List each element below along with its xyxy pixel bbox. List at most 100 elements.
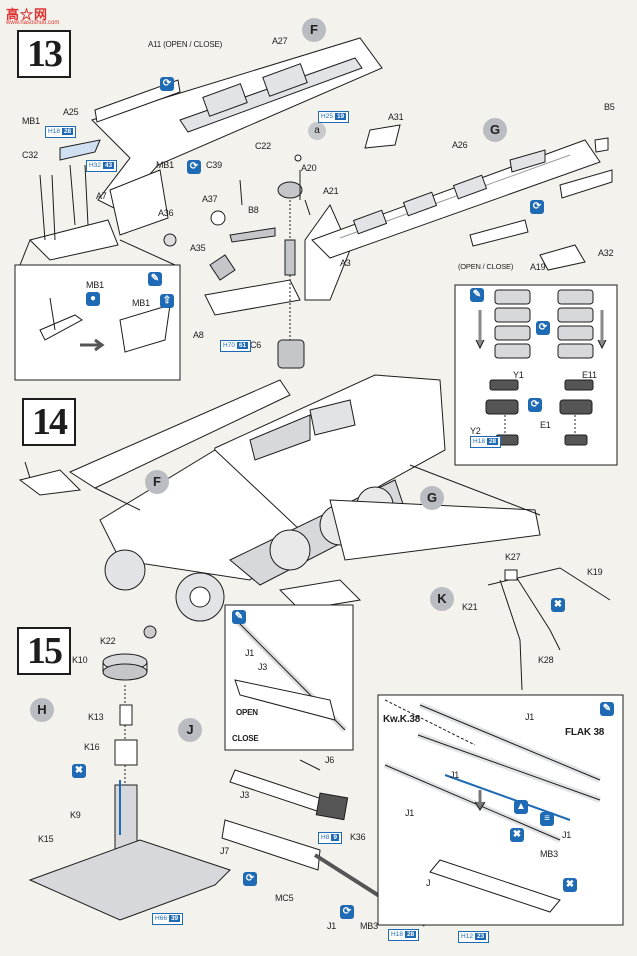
part-label: K13 — [88, 712, 104, 722]
part-label: A19 — [530, 262, 546, 272]
part-label: J1 — [327, 921, 337, 931]
part-label: A7 — [96, 191, 107, 201]
no-glue-icon: ✖ — [510, 828, 524, 842]
rotate-options-icon: ⟳ — [340, 905, 354, 919]
part-label: C22 — [255, 141, 271, 151]
part-label: A37 — [202, 194, 218, 204]
part-label: MB3 — [540, 849, 558, 859]
rotate-options-icon: ⟳ — [187, 160, 201, 174]
part-label: J — [426, 878, 431, 888]
part-label: K16 — [84, 742, 100, 752]
part-label: MB1 — [132, 298, 150, 308]
part-label: K36 — [350, 832, 366, 842]
no-glue-icon: ✖ — [72, 764, 86, 778]
rotate-options-icon: ⟳ — [536, 321, 550, 335]
glue-icon: ✎ — [148, 272, 162, 286]
part-label: K22 — [100, 636, 116, 646]
part-label: A27 — [272, 36, 288, 46]
assembly-marker-h: H — [30, 698, 54, 722]
no-glue-icon: ✖ — [551, 598, 565, 612]
part-label: E1 — [540, 420, 551, 430]
part-label: A35 — [190, 243, 206, 253]
part-label: E11 — [582, 370, 597, 380]
part-label: A8 — [193, 330, 204, 340]
assembly-marker-f: F — [145, 470, 169, 494]
assembly-marker-f: F — [302, 18, 326, 42]
part-label: J6 — [325, 755, 335, 765]
part-label: A36 — [158, 208, 174, 218]
part-label: Y2 — [470, 426, 481, 436]
watermark-logo: 高☆网 — [6, 7, 49, 22]
part-label: Y1 — [513, 370, 524, 380]
assembly-marker-g: G — [483, 118, 507, 142]
paint-icon: ≡ — [540, 812, 554, 826]
part-label: K21 — [462, 602, 478, 612]
assembly-marker-k: K — [430, 587, 454, 611]
part-label: K28 — [538, 655, 554, 665]
part-label: MB1 — [86, 280, 104, 290]
part-label: MB1 — [22, 116, 40, 126]
part-label: J1 — [450, 770, 460, 780]
part-label: J1 — [562, 830, 572, 840]
part-label: J1 — [405, 808, 415, 818]
part-label: C32 — [22, 150, 38, 160]
part-label: C39 — [206, 160, 222, 170]
rotate-options-icon: ⟳ — [530, 200, 544, 214]
part-label: A26 — [452, 140, 468, 150]
rotate-options-icon: ⟳ — [160, 77, 174, 91]
step-number-14: 14 — [22, 398, 76, 446]
part-label: J1 — [525, 712, 535, 722]
part-label: J7 — [220, 846, 230, 856]
part-label: C6 — [250, 340, 262, 350]
part-label: (OPEN / CLOSE) — [458, 262, 514, 271]
close-label: CLOSE — [232, 734, 259, 743]
part-label: J3 — [258, 662, 268, 672]
rotate-options-icon: ⟳ — [528, 398, 542, 412]
part-label: A20 — [301, 163, 317, 173]
part-label: K10 — [72, 655, 88, 665]
direction-icon: ⇧ — [160, 294, 174, 308]
part-label: MC5 — [275, 893, 294, 903]
part-label: MB3 — [360, 921, 378, 931]
glue-icon: ✎ — [232, 610, 246, 624]
glue-icon: ✎ — [600, 702, 614, 716]
rotate-options-icon: ⟳ — [243, 872, 257, 886]
part-label: MB1 — [156, 160, 174, 170]
part-label: A32 — [598, 248, 614, 258]
part-label: B8 — [248, 205, 259, 215]
part-detail-icon: ▲ — [514, 800, 528, 814]
part-label: A3 — [340, 258, 351, 268]
part-label: J3 — [240, 790, 250, 800]
part-label: A21 — [323, 186, 339, 196]
step-number-13: 13 — [17, 30, 71, 78]
no-glue-icon: ✖ — [563, 878, 577, 892]
open-label: OPEN — [236, 708, 258, 717]
part-label: A25 — [63, 107, 79, 117]
watermark-url: www.hasoshuo.com — [6, 20, 60, 26]
part-label: K19 — [587, 567, 603, 577]
assembly-marker-g: G — [420, 486, 444, 510]
part-label: K27 — [505, 552, 521, 562]
glue-icon: ✎ — [470, 288, 484, 302]
part-label: J1 — [245, 648, 255, 658]
drop-icon: ● — [86, 292, 100, 306]
kwk38-title: Kw.K.38 — [383, 714, 421, 725]
part-label: A31 — [388, 112, 404, 122]
part-label: K15 — [38, 834, 54, 844]
part-label: A11 (OPEN / CLOSE) — [148, 40, 223, 49]
sub-marker-a: a — [308, 122, 326, 140]
part-label: K9 — [70, 810, 81, 820]
flak38-title: FLAK 38 — [565, 727, 605, 738]
step-number-15: 15 — [17, 627, 71, 675]
